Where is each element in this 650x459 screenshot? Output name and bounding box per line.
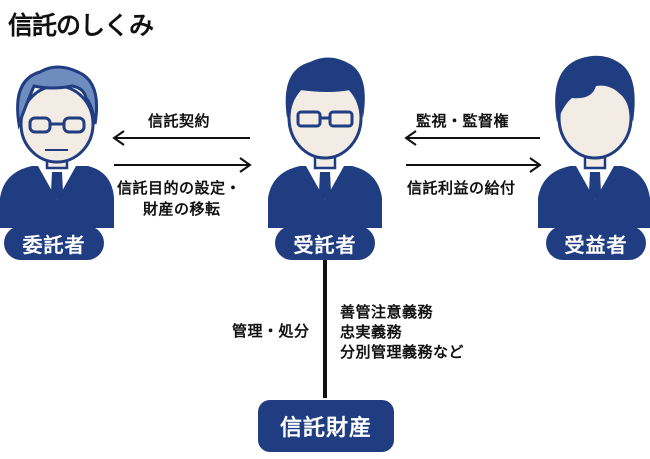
trust-property-box: 信託財産 (258, 400, 394, 452)
purpose-label-line1: 信託目的の設定・ (117, 179, 242, 197)
duty-label-line1: 善管注意義務 (340, 303, 434, 321)
settlor-badge: 委託者 (4, 226, 104, 260)
duty-label-line2: 忠実義務 (340, 323, 403, 341)
trust-contract-label: 信託契約 (148, 112, 211, 130)
trustee-badge: 受託者 (275, 226, 375, 260)
duty-label-line3: 分別管理義務など (340, 343, 465, 361)
benefit-delivery-label: 信託利益の給付 (407, 179, 516, 197)
beneficiary-figure (538, 55, 650, 228)
beneficiary-badge: 受益者 (546, 226, 646, 260)
settlor-figure (0, 65, 114, 228)
management-label: 管理・処分 (232, 322, 310, 340)
trustee-figure (268, 57, 382, 228)
connector-lines (112, 130, 542, 173)
page-title: 信託のしくみ (8, 11, 154, 40)
purpose-label-line2: 財産の移転 (143, 200, 221, 218)
supervision-label: 監視・監督権 (416, 112, 510, 130)
